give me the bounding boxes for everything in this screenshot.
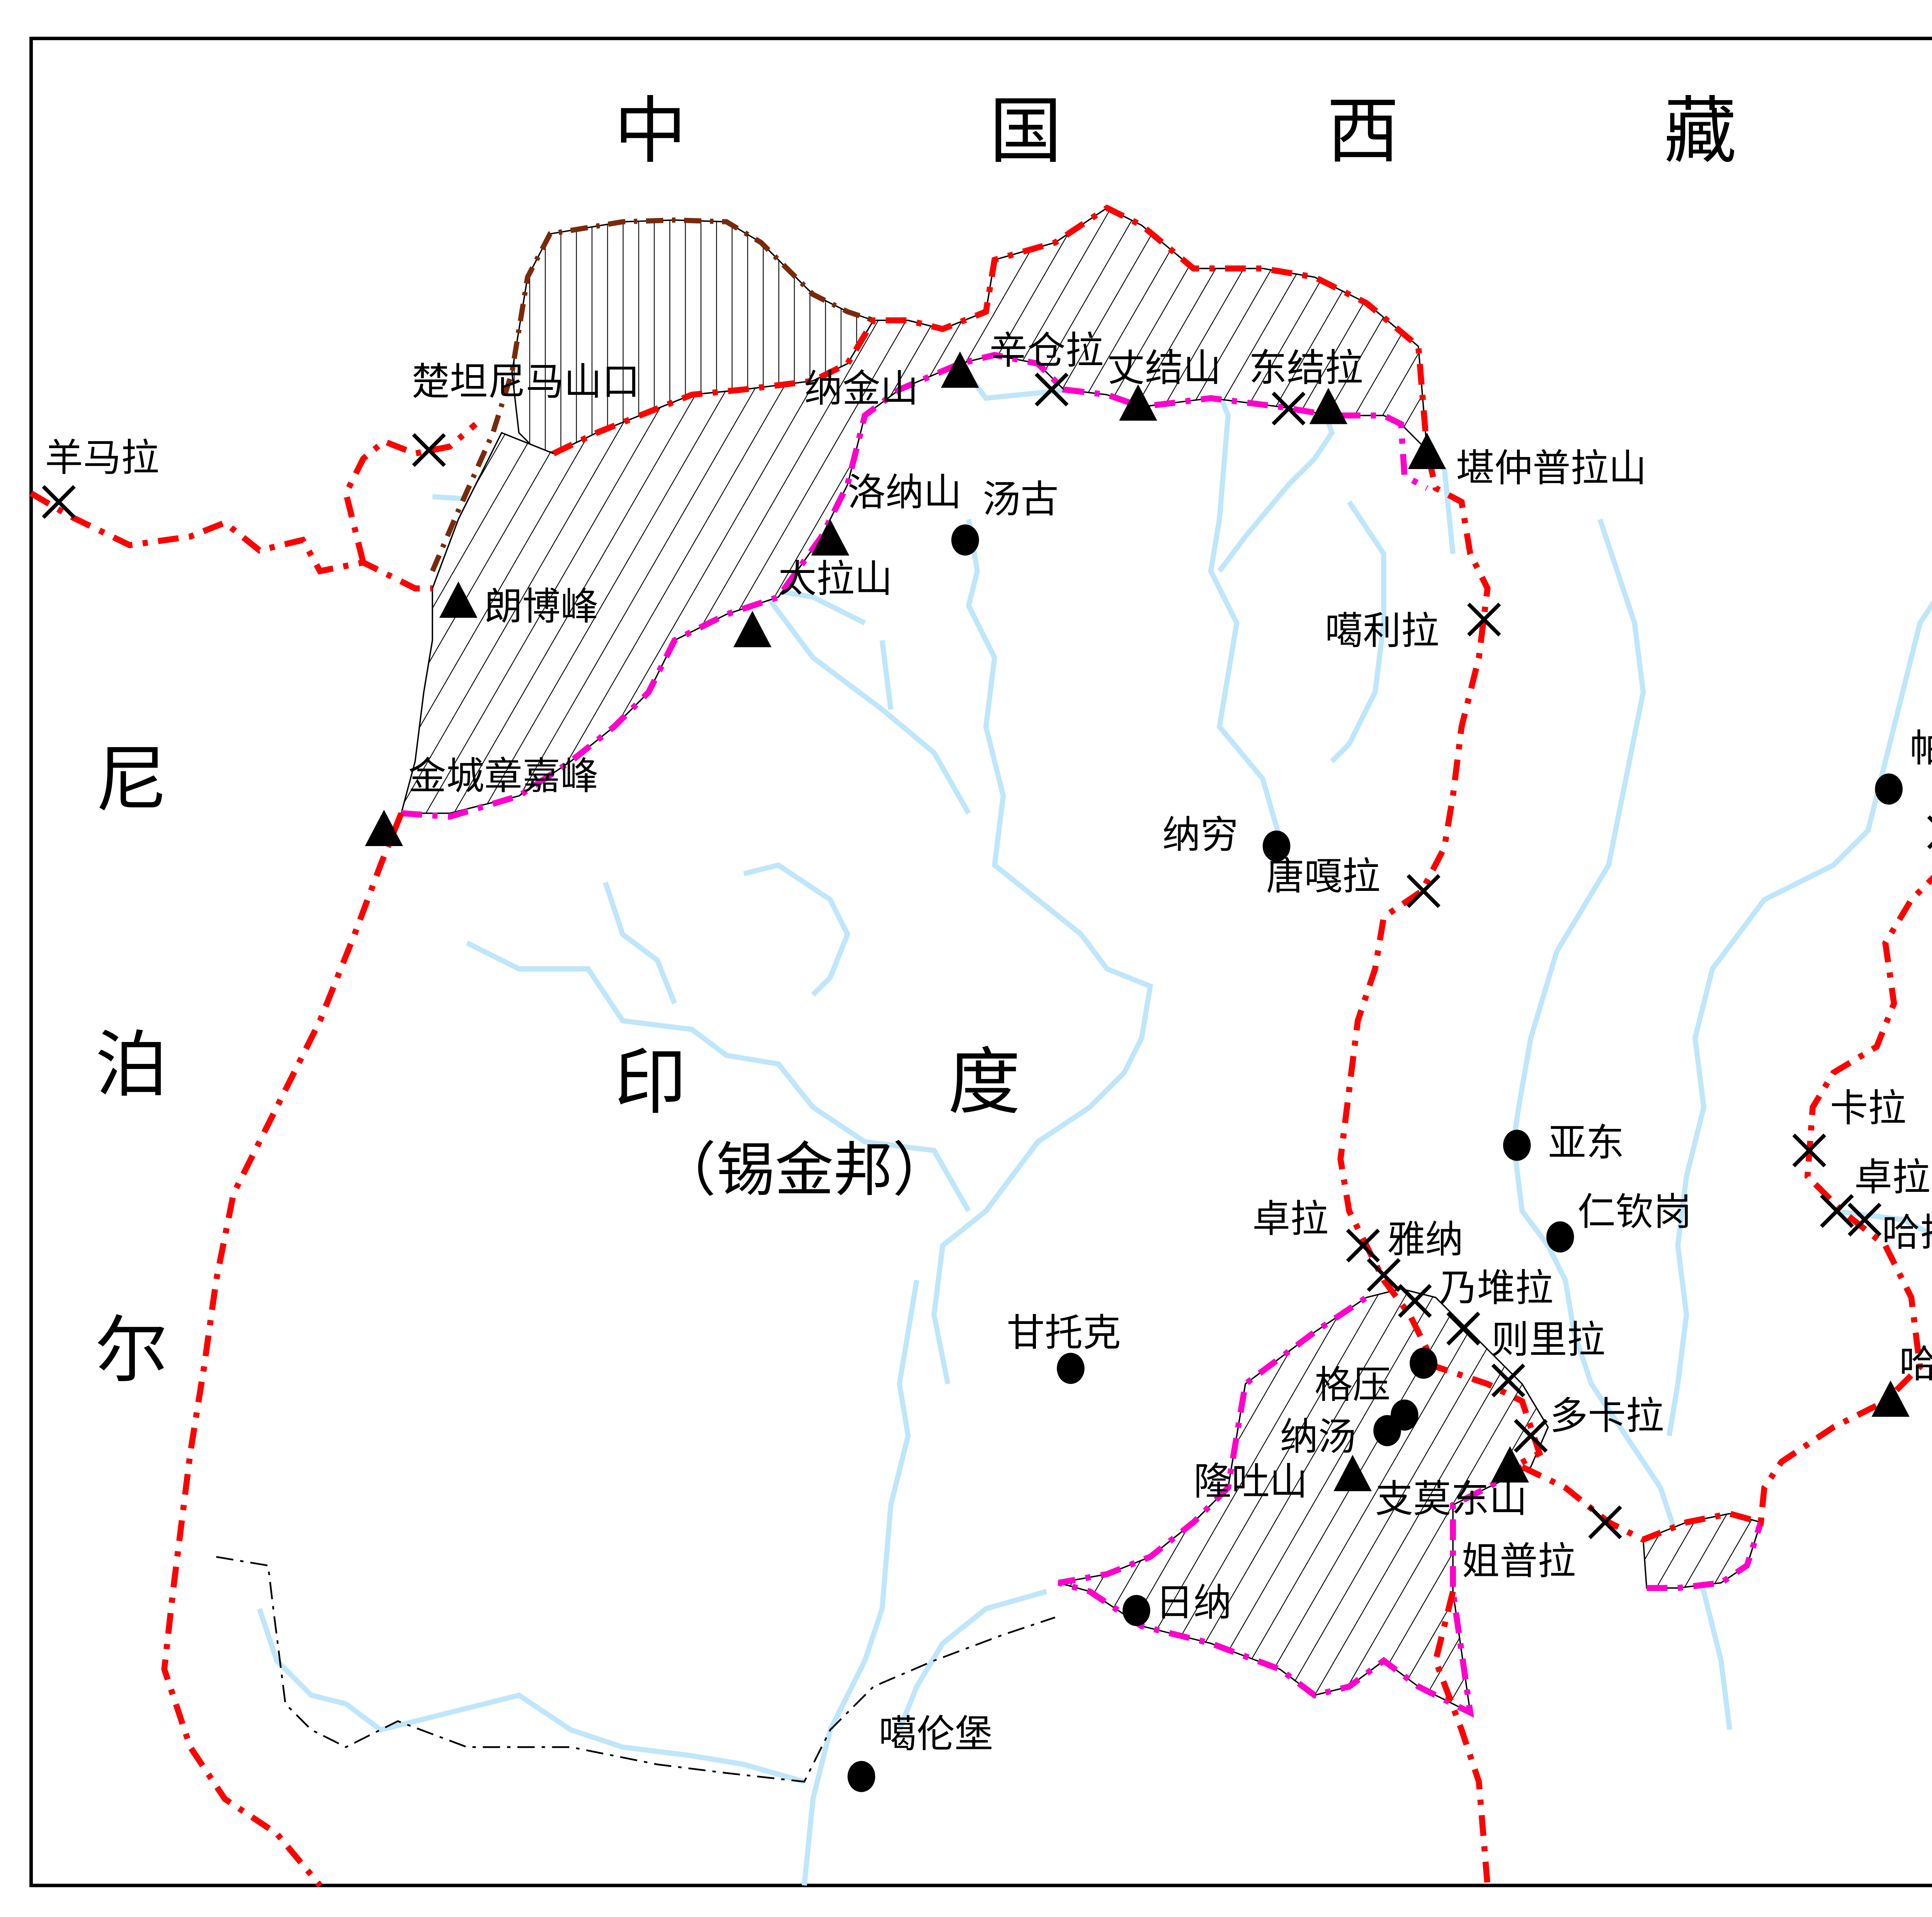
- label-zhimo: 支莫东山: [1375, 1477, 1527, 1521]
- label-kanzhong: 堪仲普拉山: [1456, 447, 1646, 491]
- label-renqin: 仁钦岗: [1577, 1190, 1691, 1234]
- label-gantuoke: 甘托克: [1007, 1311, 1121, 1355]
- label-chutan: 楚坦尼马山口: [412, 360, 640, 404]
- region-label-tibet-3: 西: [1327, 89, 1399, 173]
- label-zhangjie: 丈结山: [1107, 346, 1221, 390]
- label-tanggu: 汤古: [983, 478, 1059, 522]
- label-duoka: 多卡拉: [1550, 1394, 1664, 1438]
- district-border: [216, 1556, 1056, 1783]
- region-label-sikkim: （锡金邦）: [657, 1136, 951, 1204]
- label-haer: 哈尔山: [1899, 1342, 1932, 1386]
- label-pali: 帕里: [1910, 727, 1932, 771]
- rivers: [257, 362, 1932, 1886]
- label-taila: 太拉山: [778, 557, 892, 601]
- label-tangga: 唐嘎拉: [1266, 855, 1380, 899]
- label-zeli: 则里拉: [1491, 1318, 1605, 1362]
- label-langbo: 朗博峰: [484, 585, 598, 629]
- border-modern: [29, 204, 1932, 1888]
- region-label-nepal-3: 尔: [95, 1308, 168, 1393]
- label-natang: 纳汤: [1280, 1415, 1356, 1459]
- label-naqiong: 纳穷: [1162, 813, 1238, 857]
- label-yangmala: 羊马拉: [45, 436, 159, 480]
- region-label-india-2: 度: [948, 1040, 1020, 1125]
- label-jincheng: 金城章嘉峰: [408, 754, 598, 798]
- border-1790-south: [1058, 1295, 1764, 1718]
- label-dongjie: 东结拉: [1249, 346, 1363, 390]
- label-jiepu: 姐普拉: [1462, 1540, 1576, 1584]
- region-label-tibet-1: 中: [614, 89, 687, 173]
- label-luona: 洛纳山: [847, 471, 961, 515]
- label-hala: 哈拉: [1882, 1211, 1932, 1255]
- region-label-tibet-2: 国: [990, 89, 1062, 173]
- label-longtu: 隆吐山: [1194, 1460, 1308, 1504]
- border-1922: [430, 217, 874, 572]
- label-yana: 雅纳: [1387, 1218, 1463, 1262]
- label-gali: 噶利拉: [1325, 609, 1439, 653]
- region-label-nepal-2: 泊: [95, 1023, 168, 1107]
- territory-lost-south: [1058, 1288, 1549, 1714]
- label-zhuola: 卓拉: [1252, 1197, 1328, 1241]
- label-naidui: 乃堆拉: [1439, 1266, 1553, 1310]
- region-label-india-1: 印: [614, 1040, 687, 1125]
- region-label-tibet-4: 藏: [1664, 89, 1736, 173]
- label-rina: 日纳: [1155, 1581, 1231, 1625]
- label-xincang: 辛仓拉: [990, 329, 1104, 373]
- label-kala: 卡拉: [1830, 1086, 1906, 1130]
- label-zhuola2: 卓拉: [1854, 1156, 1930, 1200]
- label-yadong: 亚东: [1548, 1121, 1624, 1165]
- label-galun: 噶伦堡: [879, 1712, 993, 1756]
- town-markers: [847, 524, 1903, 1792]
- label-najin: 纳金山: [804, 367, 918, 411]
- region-label-nepal-1: 尼: [95, 738, 168, 822]
- label-geya: 格压: [1315, 1363, 1391, 1407]
- border-1790: [401, 352, 1429, 820]
